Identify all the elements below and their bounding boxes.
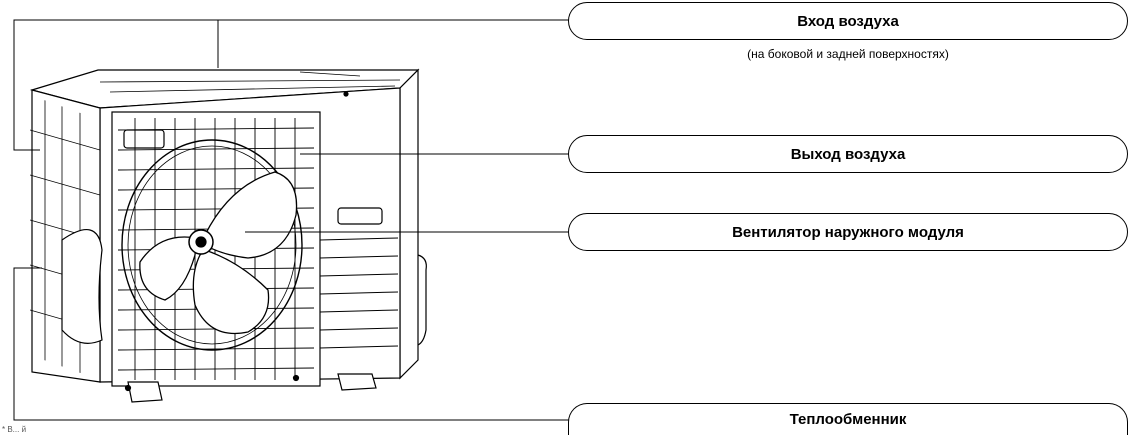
label-air-inlet: Вход воздуха (568, 2, 1128, 40)
outdoor-unit-drawing (30, 70, 426, 402)
footer-fragment: * В... й (2, 425, 26, 434)
foot (128, 382, 162, 402)
leader-air-inlet (218, 20, 570, 68)
label-air-outlet: Выход воздуха (568, 135, 1128, 173)
label-heat-exchanger: Теплообменник (568, 403, 1128, 435)
label-outdoor-fan: Вентилятор наружного модуля (568, 213, 1128, 251)
foot (338, 374, 376, 390)
label-air-inlet-note: (на боковой и задней поверхностях) (568, 47, 1128, 61)
side-panel (400, 70, 418, 378)
